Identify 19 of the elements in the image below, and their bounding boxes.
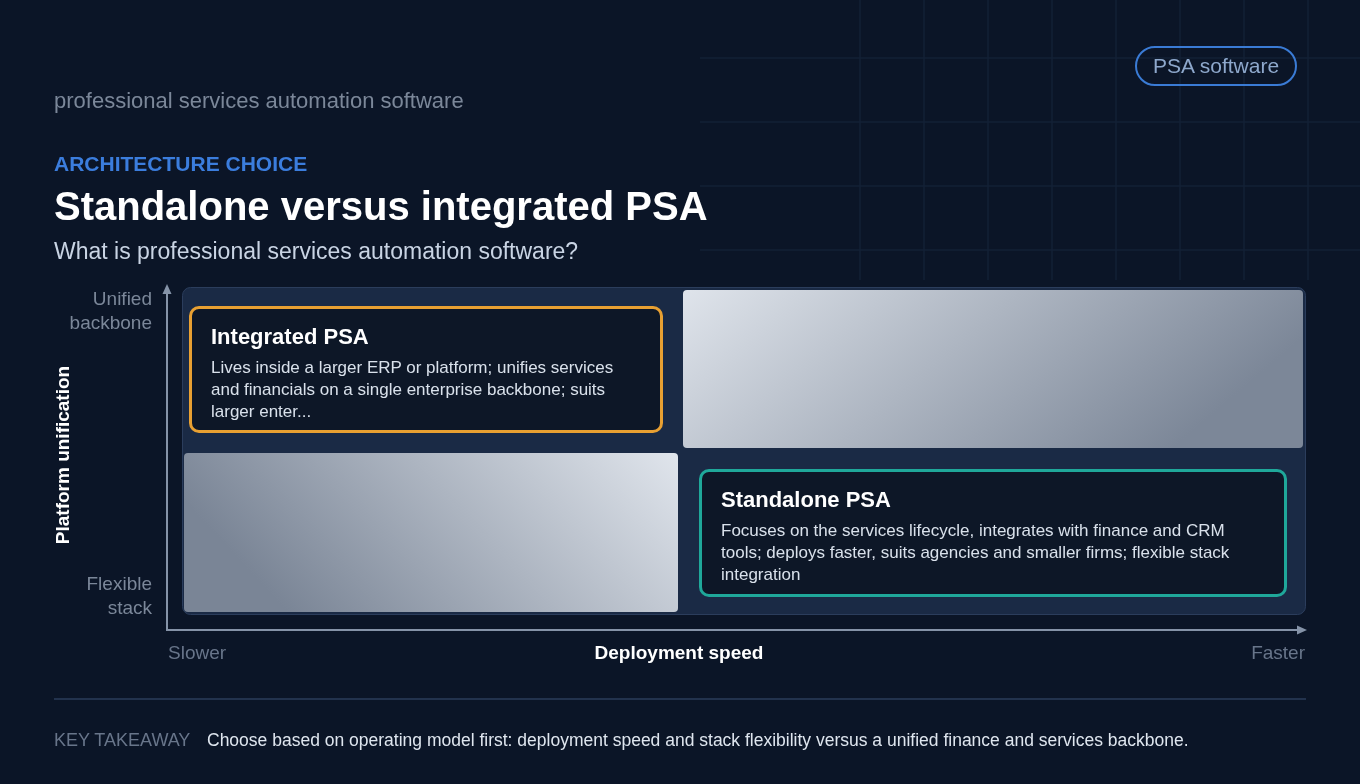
subtitle-text: professional services automation software: [54, 87, 464, 115]
axis-tick-label: Slower: [168, 641, 227, 665]
quadrant-card: [189, 306, 663, 433]
page-title: Standalone versus integrated PSA: [54, 183, 708, 230]
card-description: Lives inside a larger ERP or platform; unifies services and financials on a single enterprise backbone; suits larger enter...: [211, 357, 615, 423]
card-description: Focuses on the services lifecycle, integrates with finance and CRM tools; deploys faster, suits agencies and smaller firms; flexible stack integration: [721, 520, 1231, 586]
axis-tick-label: Flexible stack: [86, 572, 152, 620]
axis-tick-label: Faster: [1251, 641, 1305, 665]
card-heading: Standalone PSA: [721, 486, 892, 514]
subheading-text: What is professional services automation software?: [54, 237, 579, 266]
axis-title: Deployment speed: [594, 641, 764, 665]
axis-title: Platform unification: [51, 365, 74, 545]
quadrant-card: [699, 469, 1287, 597]
takeaway-label: KEY TAKEAWAY: [54, 729, 191, 752]
tag-badge: PSA software: [1135, 46, 1298, 86]
takeaway-text: Choose based on operating model first: deployment speed and stack flexibility versus a unified finance and services backbone.: [207, 729, 1189, 752]
section-kicker: ARCHITECTURE CHOICE: [54, 151, 308, 177]
axis-tick-label: Unified backbone: [69, 287, 152, 335]
card-heading: Integrated PSA: [211, 323, 370, 351]
